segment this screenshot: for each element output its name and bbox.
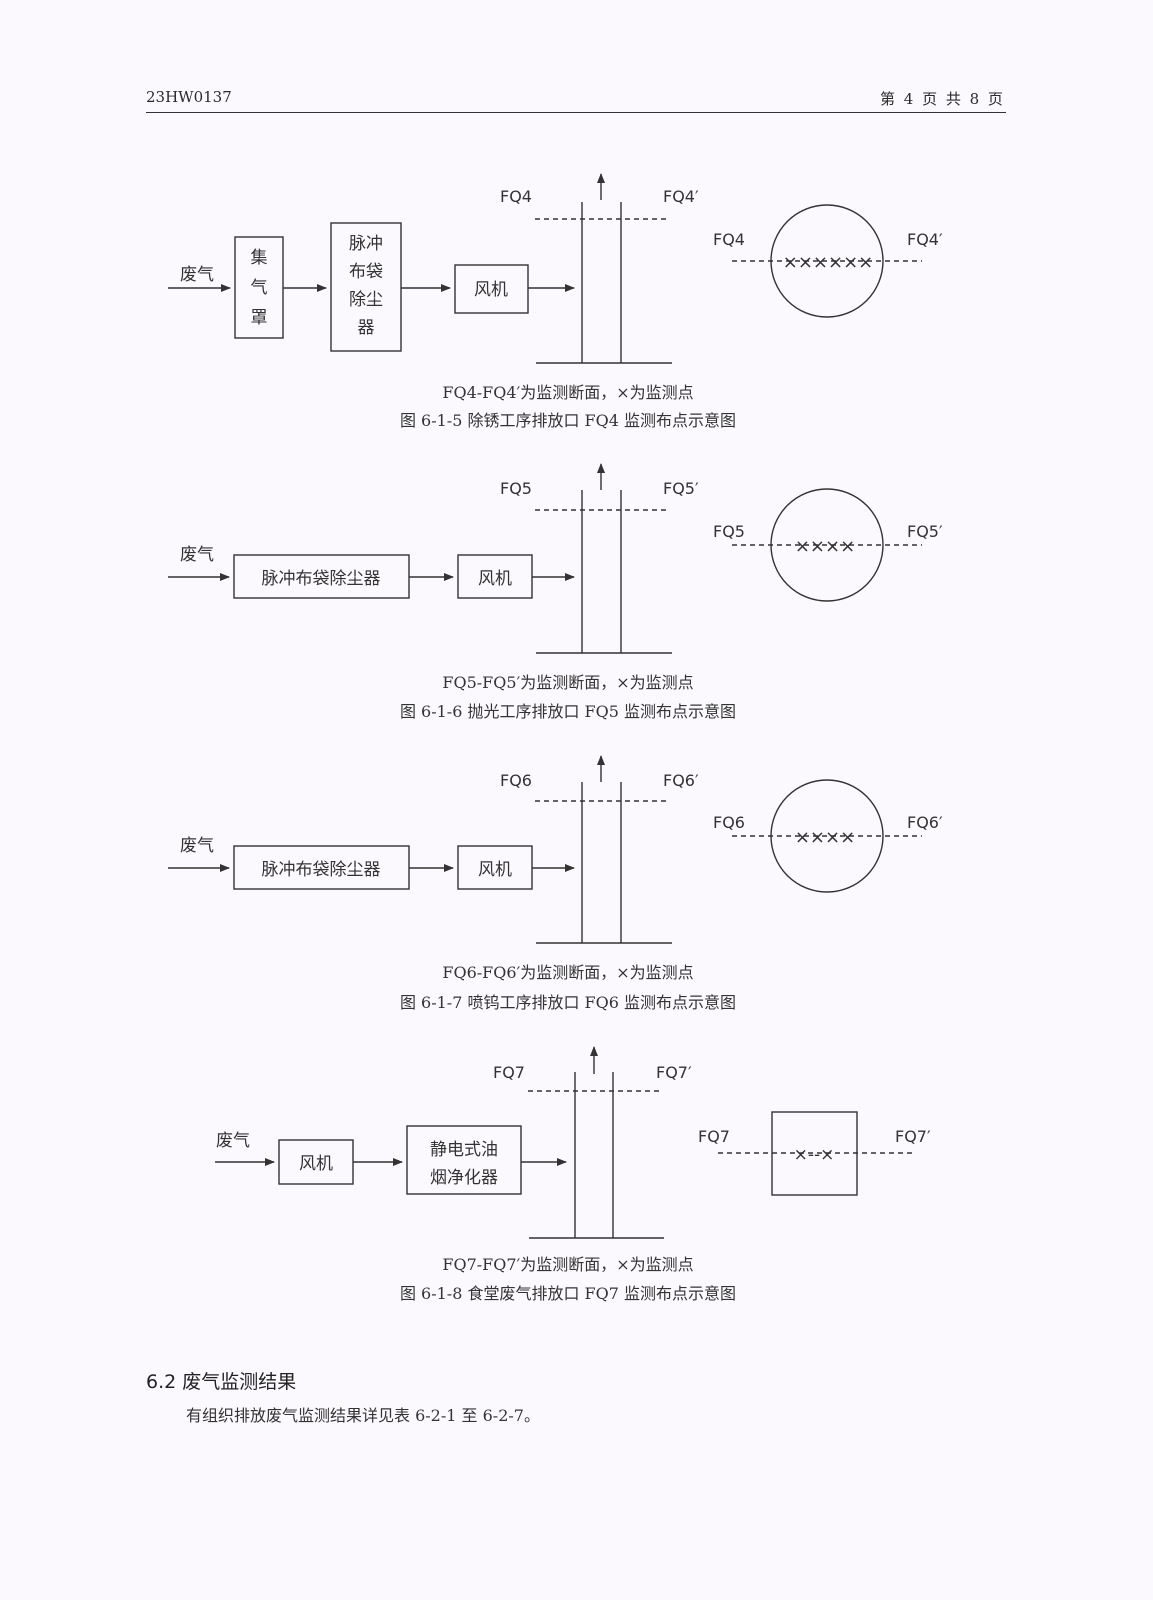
monitoring-points: ×××× <box>795 827 855 848</box>
input-label: 废气 <box>180 265 214 285</box>
header-rule <box>146 112 1006 113</box>
stack-label-left: FQ7 <box>493 1063 525 1082</box>
box-bag-label: 脉冲布袋除尘器 <box>262 860 381 880</box>
circle-label-left: FQ4 <box>713 230 745 249</box>
box-fan <box>454 264 529 314</box>
box-bag-label-4: 器 <box>358 318 375 338</box>
figure-fq5 <box>168 463 922 654</box>
box-bag-filter <box>330 222 402 352</box>
stack-label-left: FQ5 <box>500 479 532 498</box>
stack-label-right: FQ4′ <box>663 187 699 206</box>
box-esp <box>406 1125 522 1195</box>
figure-caption: 图 6-1-6 抛光工序排放口 FQ5 监测布点示意图 <box>400 702 736 721</box>
figure-note: FQ5-FQ5′为监测断面，×为监测点 <box>442 673 693 692</box>
figure-caption: 图 6-1-5 除锈工序排放口 FQ4 监测布点示意图 <box>400 411 736 430</box>
figure-caption: 图 6-1-7 喷钨工序排放口 FQ6 监测布点示意图 <box>400 993 736 1012</box>
input-label: 废气 <box>180 545 214 565</box>
circle-label-right: FQ4′ <box>907 230 943 249</box>
section-body: 有组织排放废气监测结果详见表 6-2-1 至 6-2-7。 <box>186 1406 540 1425</box>
stack-label-right: FQ7′ <box>656 1063 692 1082</box>
figure-fq6 <box>168 755 922 944</box>
circle-label-left: FQ5 <box>713 522 745 541</box>
box-esp-label-2: 烟净化器 <box>430 1168 498 1188</box>
figure-note: FQ4-FQ4′为监测断面，×为监测点 <box>442 383 693 402</box>
stack-label-right: FQ5′ <box>663 479 699 498</box>
figure-fq5-text: 废气 脉冲布袋除尘器 风机 FQ5 FQ5′ FQ5 FQ5′ ×××× FQ5… <box>180 479 943 721</box>
circle-label-right: FQ7′ <box>895 1127 931 1146</box>
box-hood-label-1: 集 <box>251 248 268 268</box>
box-fan-label: 风机 <box>299 1154 333 1174</box>
box-bag-label: 脉冲布袋除尘器 <box>262 569 381 589</box>
circle-label-left: FQ7 <box>698 1127 730 1146</box>
figure-fq7 <box>215 1046 916 1239</box>
monitoring-points: ×××××× <box>783 252 874 273</box>
figure-fq7-text: 废气 风机 静电式油 烟净化器 FQ7 FQ7′ FQ7 FQ7′ ×--× F… <box>216 1063 931 1303</box>
circle-label-right: FQ5′ <box>907 522 943 541</box>
box-fan-label: 风机 <box>478 860 512 880</box>
box-hood-label-3: 罩 <box>251 308 268 328</box>
page-info: 第 4 页 共 8 页 <box>880 90 1005 108</box>
box-bag-label-1: 脉冲 <box>349 234 383 254</box>
input-label: 废气 <box>180 836 214 856</box>
stack-label-right: FQ6′ <box>663 771 699 790</box>
box-esp-label-1: 静电式油 <box>430 1140 498 1160</box>
monitoring-points: ×--× <box>794 1145 835 1165</box>
section-title: 6.2 废气监测结果 <box>146 1371 297 1393</box>
box-bag-label-3: 除尘 <box>349 290 383 310</box>
figure-caption: 图 6-1-8 食堂废气排放口 FQ7 监测布点示意图 <box>400 1284 736 1303</box>
input-label: 废气 <box>216 1131 250 1151</box>
figure-fq4 <box>168 173 922 364</box>
box-fan-label: 风机 <box>478 569 512 589</box>
stack-label-left: FQ4 <box>500 187 532 206</box>
doc-id: 23HW0137 <box>146 88 232 106</box>
circle-label-left: FQ6 <box>713 813 745 832</box>
figure-fq4-text: 废气 集 气 罩 脉冲 布袋 除尘 器 风机 FQ4 FQ4′ FQ4 FQ4′… <box>180 187 943 430</box>
box-fan-label: 风机 <box>474 280 508 300</box>
circle-label-right: FQ6′ <box>907 813 943 832</box>
stack-label-left: FQ6 <box>500 771 532 790</box>
box-hood-label-2: 气 <box>251 278 268 298</box>
figure-note: FQ6-FQ6′为监测断面，×为监测点 <box>442 963 693 982</box>
figure-note: FQ7-FQ7′为监测断面，×为监测点 <box>442 1255 693 1274</box>
figure-fq6-text: 废气 脉冲布袋除尘器 风机 FQ6 FQ6′ FQ6 FQ6′ ×××× FQ6… <box>180 771 943 1012</box>
box-bag-label-2: 布袋 <box>349 262 383 282</box>
monitoring-points: ×××× <box>795 536 855 557</box>
